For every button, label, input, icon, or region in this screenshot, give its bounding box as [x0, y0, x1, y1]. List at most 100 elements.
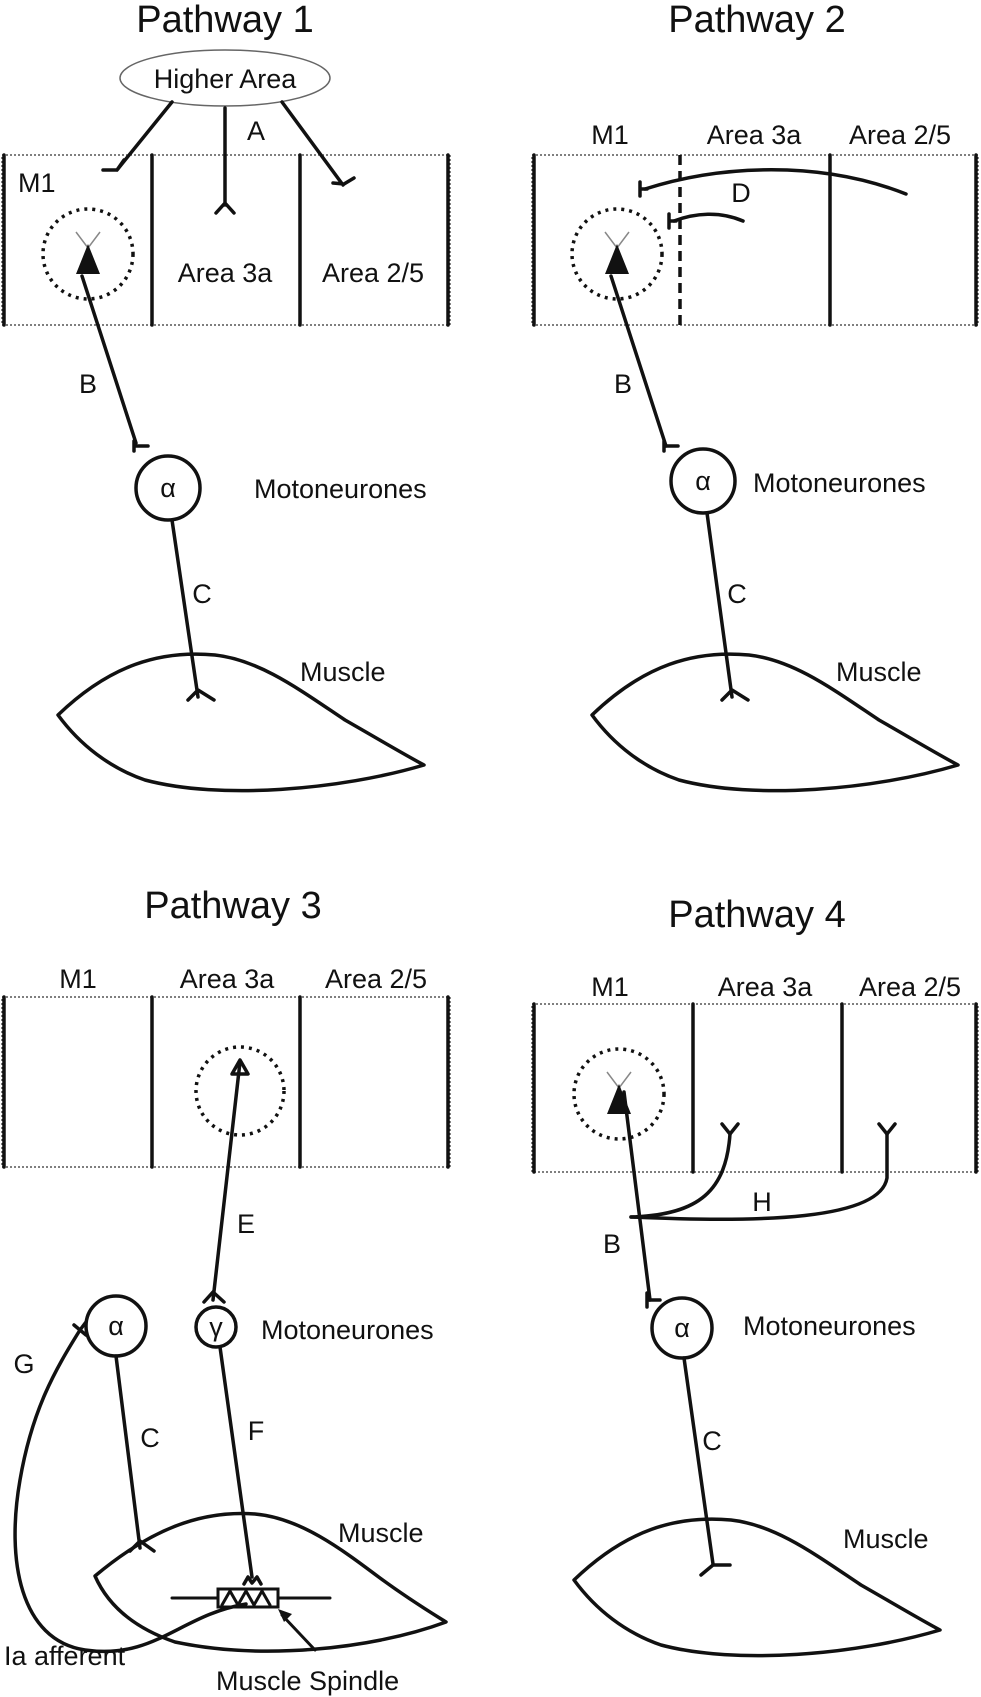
p4-synapse-area3a: [720, 1122, 740, 1136]
p2-label-C: C: [727, 579, 747, 609]
p2-motor-axon-C: [705, 511, 734, 699]
p2-corticocortical-arc-area3a: [672, 212, 745, 223]
p2-area25-label: Area 2/5: [849, 120, 951, 150]
p1-m1-label: M1: [18, 168, 56, 198]
p1-pyramidal-neuron-icon: [76, 244, 100, 274]
p2-label-D: D: [731, 178, 751, 208]
p2-synapse-B: [662, 439, 680, 453]
p2-pyramidal-neuron-icon: [605, 244, 629, 274]
p3-fusimotor-ending: [242, 1575, 263, 1586]
p4-motor-axon-C: [682, 1356, 715, 1566]
p4-area3a-label: Area 3a: [718, 972, 814, 1002]
pathway-4: Pathway 4 M1 Area 3a Area 2/5 H B α Moto…: [531, 894, 979, 1658]
p3-fusimotor-axon-F: [218, 1345, 254, 1579]
p3-label-F: F: [248, 1416, 265, 1446]
p4-cortex-frame: [531, 1003, 979, 1173]
pathway-3: Pathway 3 M1 Area 3a Area 2/5 E γ Motone…: [1, 885, 451, 1696]
p3-muscle-label: Muscle: [338, 1518, 424, 1548]
p1-corticospinal-axon-B: [80, 274, 138, 445]
p3-pathway-E: [211, 1060, 242, 1302]
p1-area-dividers: [2, 153, 450, 327]
p3-ia-afferent-G: [13, 1328, 248, 1654]
p1-projection-to-area3a: [214, 106, 236, 215]
higher-area-ellipse: [119, 49, 331, 107]
p3-muscle-shape: [93, 1511, 448, 1653]
p4-synapse-area25: [877, 1122, 897, 1136]
p1-muscle-shape: [56, 652, 426, 793]
p2-cortex-frame: [531, 154, 979, 326]
p1-projection-to-area25: [280, 100, 356, 187]
p2-alpha-symbol: α: [695, 466, 711, 496]
p4-synapse-B: [645, 1291, 662, 1309]
p4-label-H: H: [752, 1187, 772, 1217]
p1-area25-label: Area 2/5: [322, 258, 424, 288]
p3-cortex-frame: [1, 996, 451, 1168]
p1-synapse-B: [132, 439, 150, 453]
p3-spindle-coil: [220, 1589, 272, 1607]
p2-label-B: B: [614, 369, 632, 399]
p1-motor-axon-C: [170, 518, 200, 699]
p3-motor-axon-C: [114, 1354, 142, 1550]
p1-alpha-symbol: α: [160, 473, 176, 503]
p3-area-dividers: [2, 995, 450, 1169]
p4-collateral-to-area3a: [629, 1132, 732, 1219]
p4-alpha-motoneurone: [650, 1296, 714, 1360]
p4-neuromuscular-junction: [699, 1563, 732, 1577]
p1-neuromuscular-junction: [186, 688, 216, 702]
p1-muscle-label: Muscle: [300, 657, 386, 687]
p3-spindle-pointer-arrowhead: [278, 1609, 292, 1622]
p1-alpha-motoneurone: [134, 454, 202, 522]
p2-area-dividers: [532, 153, 978, 327]
p3-alpha-symbol: α: [108, 1311, 124, 1341]
p3-ia-afferent-label: Ia afferent: [4, 1641, 126, 1671]
p3-motoneurones-label: Motoneurones: [261, 1315, 434, 1345]
p2-m1-label: M1: [591, 120, 629, 150]
p4-label-B: B: [603, 1229, 621, 1259]
p2-m1-neuron-field: [570, 207, 664, 301]
p4-alpha-symbol: α: [674, 1313, 690, 1343]
p1-projection-to-m1: [101, 100, 174, 172]
p4-muscle-shape: [572, 1517, 942, 1658]
p3-gamma-symbol: γ: [209, 1312, 223, 1342]
p4-muscle-label: Muscle: [843, 1524, 929, 1554]
p3-area3a-target-field: [194, 1045, 286, 1137]
p2-muscle-label: Muscle: [836, 657, 922, 687]
p4-collateral-to-area25: [629, 1132, 889, 1222]
pathway-3-title: Pathway 3: [144, 885, 321, 927]
p3-label-C: C: [140, 1423, 160, 1453]
p4-m1-label: M1: [591, 972, 629, 1002]
p1-area3a-label: Area 3a: [178, 258, 274, 288]
p1-label-A: A: [247, 116, 265, 146]
p4-label-C: C: [702, 1426, 722, 1456]
higher-area-label: Higher Area: [154, 64, 298, 94]
p2-synapse-area3a: [667, 212, 678, 230]
p4-area-dividers: [532, 1002, 978, 1174]
p4-m1-neuron-field: [572, 1047, 666, 1141]
p3-spindle-pointer: [280, 1613, 317, 1652]
p4-motoneurones-label: Motoneurones: [743, 1311, 916, 1341]
p3-label-G: G: [13, 1349, 34, 1379]
p4-area25-label: Area 2/5: [859, 972, 961, 1002]
p2-neuromuscular-junction: [720, 688, 750, 702]
p3-area3a-label: Area 3a: [180, 964, 276, 994]
pathway-2-title: Pathway 2: [668, 0, 845, 41]
p2-corticocortical-arc-area25: [643, 168, 908, 196]
p3-muscle-spindle-label: Muscle Spindle: [216, 1666, 399, 1696]
p1-label-B: B: [79, 369, 97, 399]
p2-muscle-shape: [590, 652, 960, 793]
p2-corticospinal-axon-B: [609, 274, 668, 448]
p3-m1-label: M1: [59, 964, 97, 994]
p1-label-C: C: [192, 579, 212, 609]
p3-label-E: E: [237, 1209, 255, 1239]
p2-alpha-motoneurone: [669, 447, 737, 515]
p3-area25-label: Area 2/5: [325, 964, 427, 994]
pathway-1: Pathway 1 Higher Area M1 Area 3a Area 2/…: [1, 0, 451, 793]
p3-gamma-motoneurone: [194, 1305, 238, 1349]
p4-corticospinal-axon-B: [622, 1090, 652, 1302]
p3-synapse-E: [202, 1290, 226, 1304]
p2-motoneurones-label: Motoneurones: [753, 468, 926, 498]
p3-synapse-G: [72, 1320, 88, 1337]
pathway-2: Pathway 2 M1 Area 3a Area 2/5 D B α Moto…: [531, 0, 979, 793]
